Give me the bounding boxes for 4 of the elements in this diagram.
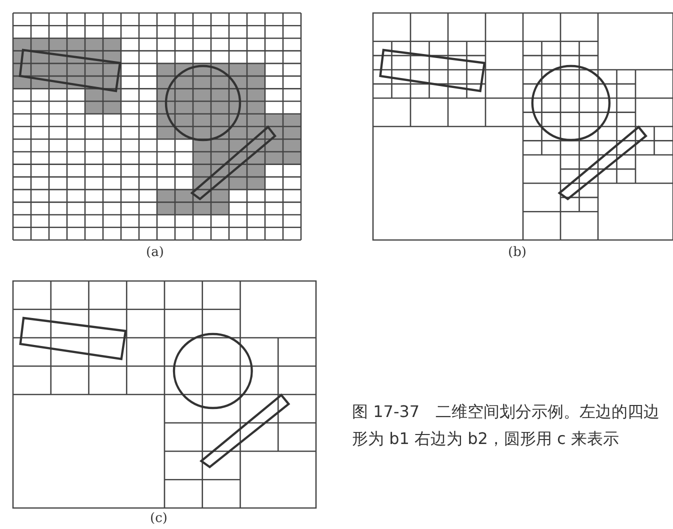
caption: 图 17-37 二维空间划分示例。左边的四边形为 b1 右边为 b2，圆形用 c 来表示: [352, 401, 661, 450]
panel-label: (c): [150, 512, 168, 526]
panel-label: (a): [146, 246, 164, 260]
panel-label: (b): [508, 246, 526, 260]
